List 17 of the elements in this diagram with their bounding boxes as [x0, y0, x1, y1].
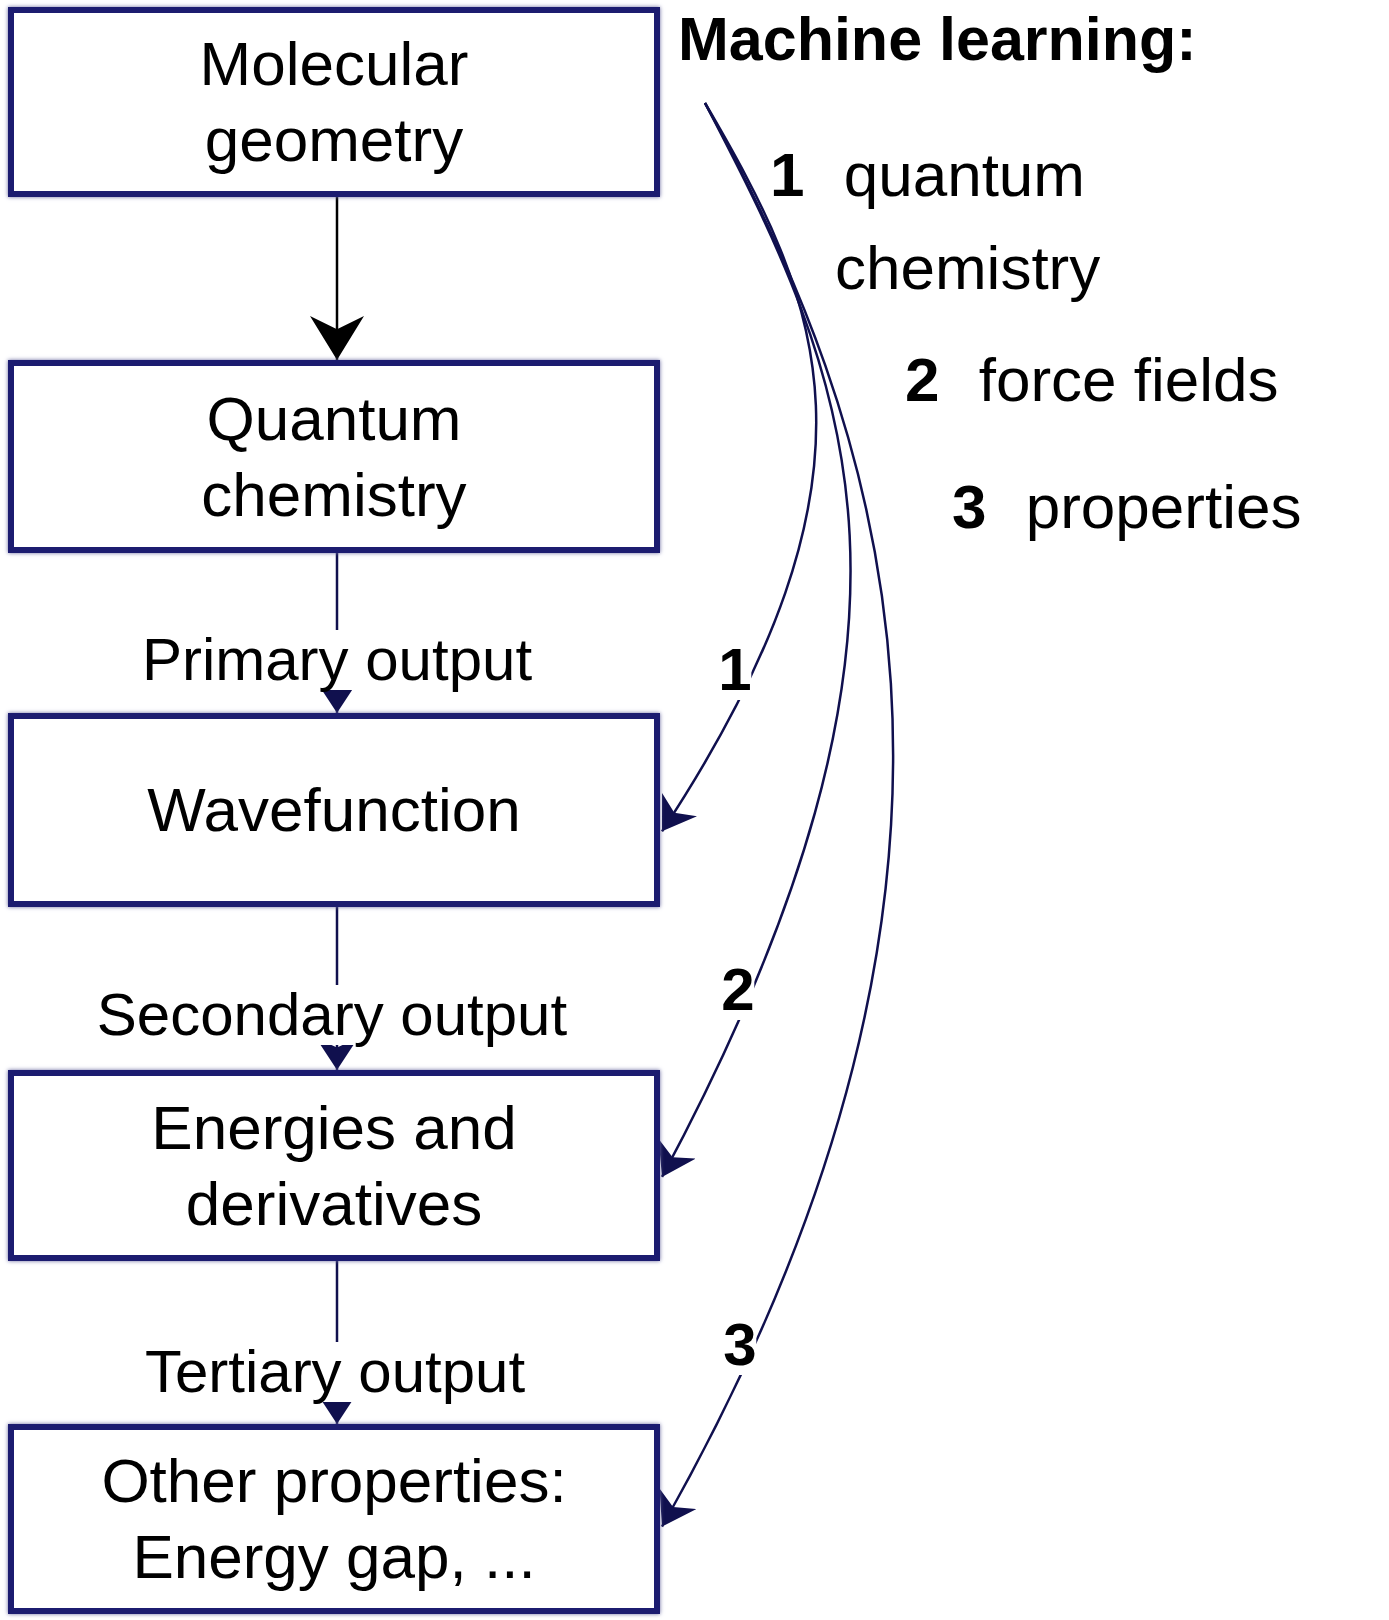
process-box: [8, 7, 660, 197]
edge-label: Secondary output: [96, 985, 568, 1045]
box-label: Energies and derivatives: [150, 1091, 518, 1240]
box-label: Wavefunction: [147, 774, 521, 847]
process-box: [8, 1424, 660, 1614]
heading: Machine learning:: [678, 4, 1197, 74]
process-box: [8, 360, 660, 553]
box-label: Other properties: Energy gap, ...: [100, 1445, 568, 1593]
list-item: 2 force fields: [905, 344, 1280, 416]
box-label: Quantum chemistry: [200, 382, 468, 531]
box-label: Molecular geometry: [198, 28, 470, 176]
edge-label: Tertiary output: [144, 1342, 526, 1402]
process-box: [8, 1070, 660, 1261]
list-item: 3 properties: [952, 471, 1303, 543]
arrow: [658, 102, 894, 1528]
process-box: [8, 713, 660, 907]
arrow: [310, 197, 364, 360]
